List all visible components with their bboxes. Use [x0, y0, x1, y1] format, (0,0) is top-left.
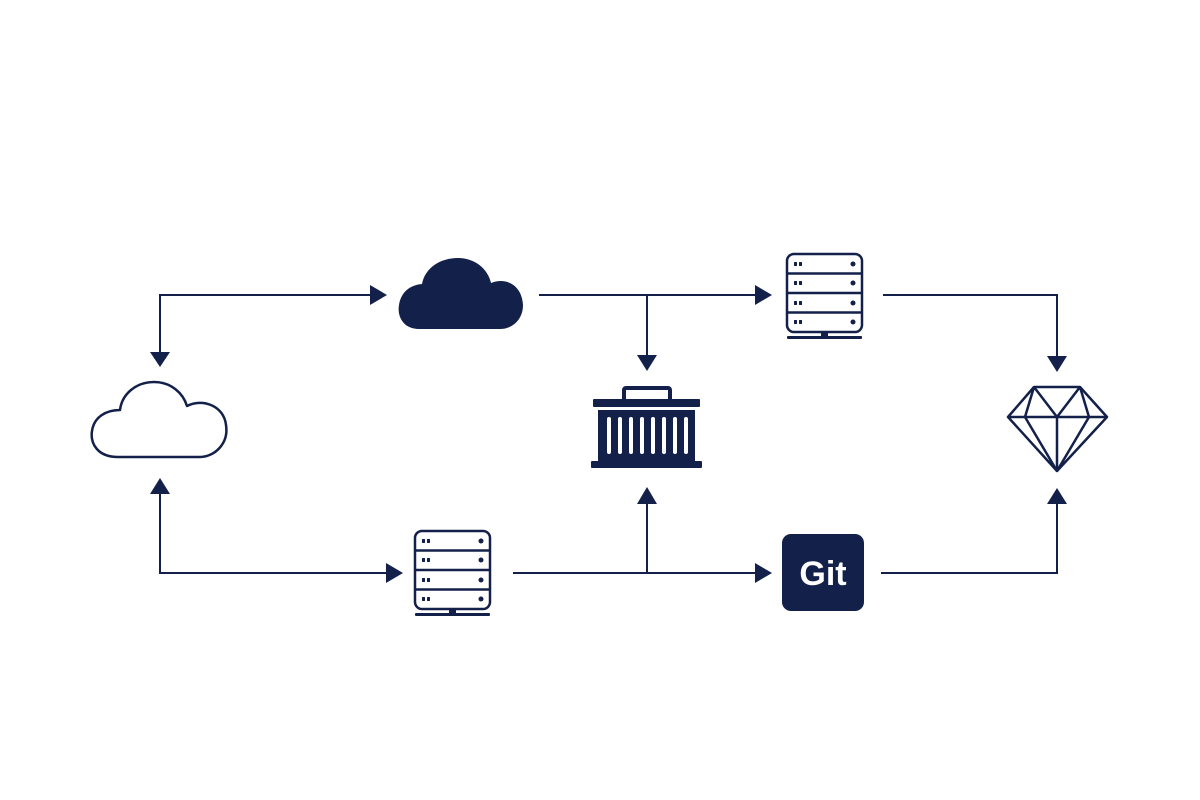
arrowhead-right-to-git	[755, 563, 772, 583]
cloud-outline-icon	[90, 380, 228, 459]
server-rack-icon	[413, 529, 492, 616]
connector-git-to-gem	[881, 503, 1058, 574]
diamond-gem-icon	[1006, 385, 1109, 473]
arrowhead-up-to-gem	[1047, 488, 1067, 504]
connector-cloud-to-filled-cloud	[159, 294, 373, 353]
git-label: Git	[799, 555, 846, 593]
arrowhead-right-to-server-bottom	[386, 563, 403, 583]
arrowhead-down-to-container	[637, 355, 657, 371]
connector-cloud-to-server-bottom	[159, 494, 389, 574]
arrowhead-up-to-cloud	[150, 478, 170, 494]
server-rack-icon	[785, 252, 864, 339]
git-logo-icon: Git	[782, 534, 864, 611]
arrowhead-right-to-server-top	[755, 285, 772, 305]
arrowhead-down-to-cloud	[150, 352, 170, 367]
arrowhead-right-to-filled-cloud	[370, 285, 387, 305]
arrowhead-down-to-gem	[1047, 356, 1067, 372]
arrowheads	[150, 285, 1067, 583]
connectors	[159, 294, 1058, 574]
arrowhead-up-to-container	[637, 487, 657, 504]
cloud-filled-icon	[398, 258, 523, 329]
connector-server-top-to-gem	[883, 294, 1058, 359]
container-basket-icon	[591, 386, 702, 468]
